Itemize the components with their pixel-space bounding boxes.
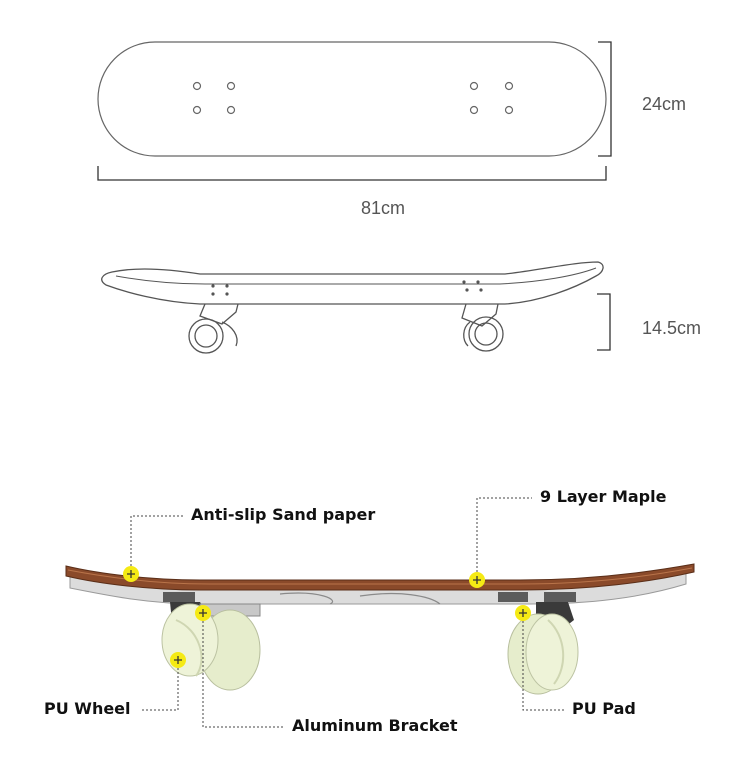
height-label: 14.5cm <box>642 318 702 338</box>
callout-leaders <box>130 497 565 728</box>
length-label: 81cm <box>361 198 406 218</box>
left-wheels <box>161 603 261 691</box>
deck-wood-layer <box>65 563 695 591</box>
marker-pad <box>515 605 531 621</box>
width-dimension-line <box>598 41 612 157</box>
leader-maple <box>476 497 532 580</box>
leader-pad <box>522 613 565 711</box>
leader-bracket <box>202 613 285 728</box>
mount-holes-left <box>192 81 236 115</box>
side-holes-right <box>462 280 483 292</box>
leader-sand-paper <box>130 515 185 574</box>
deck-side-view <box>101 261 604 354</box>
marker-maple <box>469 572 485 588</box>
deck-top-view <box>97 41 607 157</box>
mount-holes-right <box>469 81 514 115</box>
callout-pad: PU Pad <box>572 699 636 718</box>
callout-maple: 9 Layer Maple <box>540 487 667 506</box>
marker-wheel <box>170 652 186 668</box>
length-dimension-line <box>97 166 607 181</box>
leader-wheel <box>140 660 179 711</box>
width-label: 24cm <box>642 94 687 114</box>
skateboard-photo <box>65 563 695 695</box>
callout-wheel: PU Wheel <box>44 699 131 718</box>
callout-bracket: Aluminum Bracket <box>292 716 458 735</box>
marker-sand-paper <box>123 566 139 582</box>
side-holes-left <box>211 284 229 296</box>
right-wheels <box>507 613 579 695</box>
callout-sand-paper: Anti-slip Sand paper <box>191 505 376 524</box>
marker-bracket <box>195 605 211 621</box>
height-dimension-line <box>597 293 611 351</box>
